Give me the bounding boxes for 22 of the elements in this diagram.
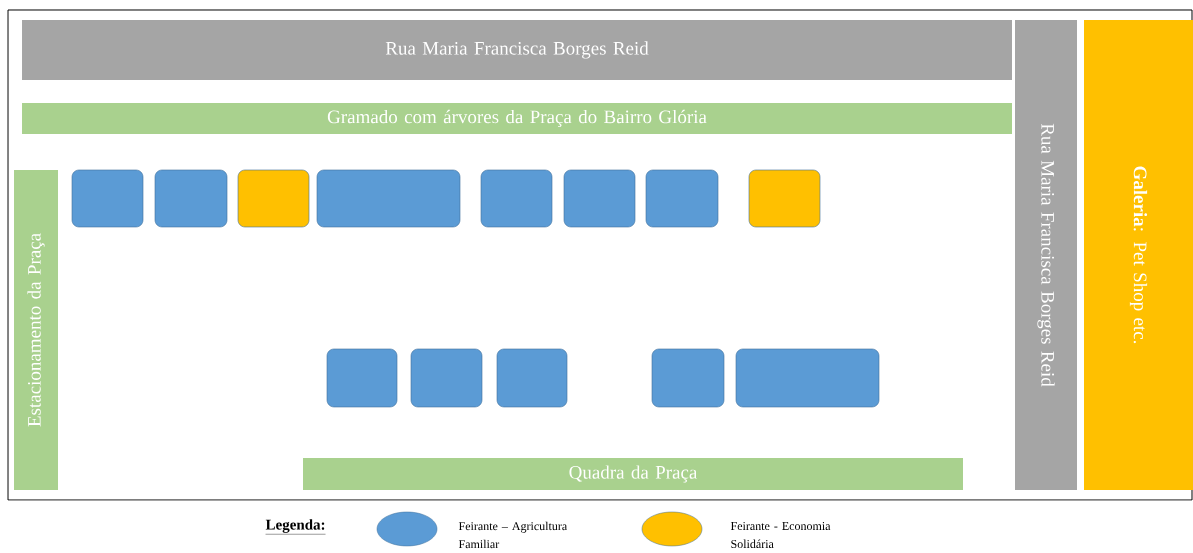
court-band: Quadra da Praça — [303, 458, 963, 490]
legend-heading: Legenda: — [265, 519, 326, 535]
stall-box — [645, 169, 719, 228]
stall-box — [748, 169, 821, 228]
stall-box — [410, 348, 483, 408]
stall-box — [316, 169, 461, 228]
gallery-band: Galeria: Pet Shop etc. — [1084, 20, 1193, 490]
stall-box — [563, 169, 636, 228]
street-band: Rua Maria Francisca Borges Reid — [1015, 20, 1077, 490]
lawn-band: Gramado com árvores da Praça do Bairro Glória — [22, 103, 1012, 134]
parking-band: Estacionamento da Praça — [14, 170, 58, 490]
legend-text: Feirante – Agricultura Familiar — [458, 521, 567, 549]
stall-box — [71, 169, 144, 228]
stall-box — [237, 169, 310, 228]
street-band: Rua Maria Francisca Borges Reid — [22, 20, 1012, 80]
legend-text: Feirante - Economia Solidária — [730, 521, 831, 548]
stall-box — [480, 169, 553, 228]
stall-box — [651, 348, 725, 408]
stall-box — [735, 348, 880, 408]
stall-box — [326, 348, 398, 408]
stall-box — [496, 348, 568, 408]
stall-box — [154, 169, 228, 228]
